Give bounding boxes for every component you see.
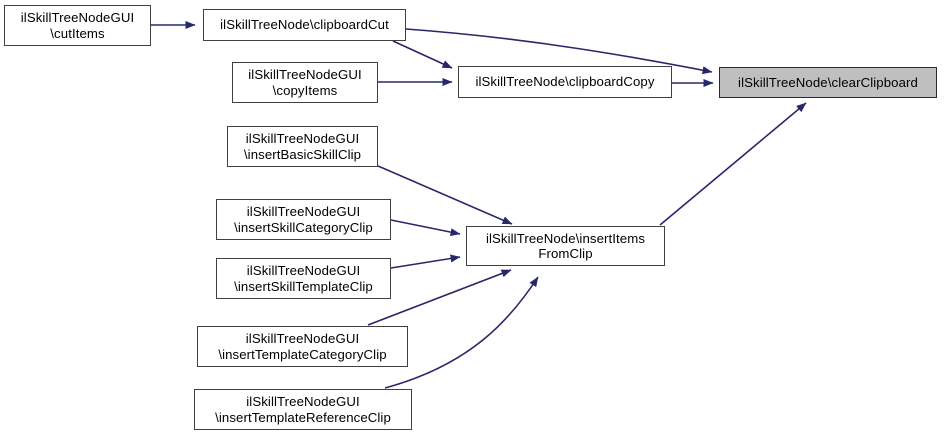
node-insertitemsfromclip[interactable]: ilSkillTreeNode\insertItems FromClip <box>466 226 665 266</box>
node-copyitems-label: ilSkillTreeNodeGUI \copyItems <box>248 67 362 98</box>
node-inserttemplatereferenceclip[interactable]: ilSkillTreeNodeGUI \insertTemplateRefere… <box>194 389 412 430</box>
node-insertitemsfromclip-label: ilSkillTreeNode\insertItems FromClip <box>485 230 646 262</box>
node-clipboardcut-label: ilSkillTreeNode\clipboardCut <box>220 17 389 33</box>
node-inserttemplatecategoryclip[interactable]: ilSkillTreeNodeGUI \insertTemplateCatego… <box>197 326 408 367</box>
node-insertskilltemplateclip[interactable]: ilSkillTreeNodeGUI \insertSkillTemplateC… <box>216 258 391 299</box>
node-insertbasicskillclip-label: ilSkillTreeNodeGUI \insertBasicSkillClip <box>243 131 362 162</box>
node-clipboardcut[interactable]: ilSkillTreeNode\clipboardCut <box>203 9 406 41</box>
node-clipboardcopy[interactable]: ilSkillTreeNode\clipboardCopy <box>458 66 672 98</box>
node-inserttemplatereferenceclip-label: ilSkillTreeNodeGUI \insertTemplateRefere… <box>215 394 391 425</box>
node-insertskilltemplateclip-label: ilSkillTreeNodeGUI \insertSkillTemplateC… <box>234 263 373 294</box>
edge-insertitemsfromclip-to-clearclipboard <box>659 102 807 226</box>
node-cutitems[interactable]: ilSkillTreeNodeGUI \cutItems <box>4 5 151 46</box>
node-clearclipboard[interactable]: ilSkillTreeNode\clearClipboard <box>719 67 937 98</box>
node-clearclipboard-label: ilSkillTreeNode\clearClipboard <box>738 74 918 90</box>
edge-insertskillcategoryclip-to-insertitemsfromclip <box>390 219 461 237</box>
edge-insertskilltemplateclip-to-insertitemsfromclip <box>390 254 461 269</box>
node-insertskillcategoryclip[interactable]: ilSkillTreeNodeGUI \insertSkillCategoryC… <box>216 199 391 240</box>
node-inserttemplatecategoryclip-label: ilSkillTreeNodeGUI \insertTemplateCatego… <box>218 331 387 362</box>
edge-insertbasicskillclip-to-insertitemsfromclip <box>377 165 513 225</box>
node-clipboardcopy-label: ilSkillTreeNode\clipboardCopy <box>475 74 655 90</box>
edge-clipboardcut-to-clipboardcopy <box>392 40 453 69</box>
node-copyitems[interactable]: ilSkillTreeNodeGUI \copyItems <box>232 62 378 103</box>
node-cutitems-label: ilSkillTreeNodeGUI \cutItems <box>20 10 135 41</box>
node-insertbasicskillclip[interactable]: ilSkillTreeNodeGUI \insertBasicSkillClip <box>227 126 378 167</box>
node-insertskillcategoryclip-label: ilSkillTreeNodeGUI \insertSkillCategoryC… <box>234 204 373 235</box>
